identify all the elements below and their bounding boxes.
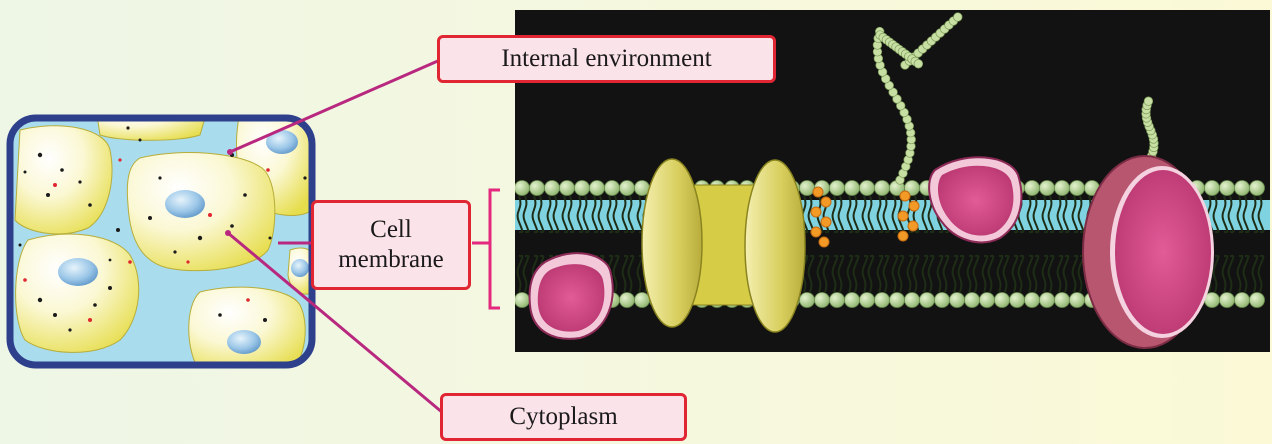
integral-protein-large	[1083, 156, 1214, 348]
tissue-inset	[10, 101, 315, 372]
membrane-bracket	[472, 190, 500, 308]
internal-environment-text: Internal environment	[501, 44, 711, 74]
leader-line-internal-environment	[230, 60, 440, 152]
internal-environment-label: Internal environment	[437, 35, 776, 83]
cytoplasm-text: Cytoplasm	[509, 402, 617, 432]
cell-membrane-text-line1: Cell	[370, 215, 412, 245]
cytoplasm-pointer-dot	[225, 230, 231, 236]
peripheral-protein-lower	[530, 253, 613, 339]
internal-environment-pointer-dot	[227, 149, 233, 155]
cell-membrane-label: Cell membrane	[311, 200, 471, 290]
cytoplasm-label: Cytoplasm	[440, 393, 687, 441]
cell-membrane-text-line2: membrane	[338, 245, 444, 275]
